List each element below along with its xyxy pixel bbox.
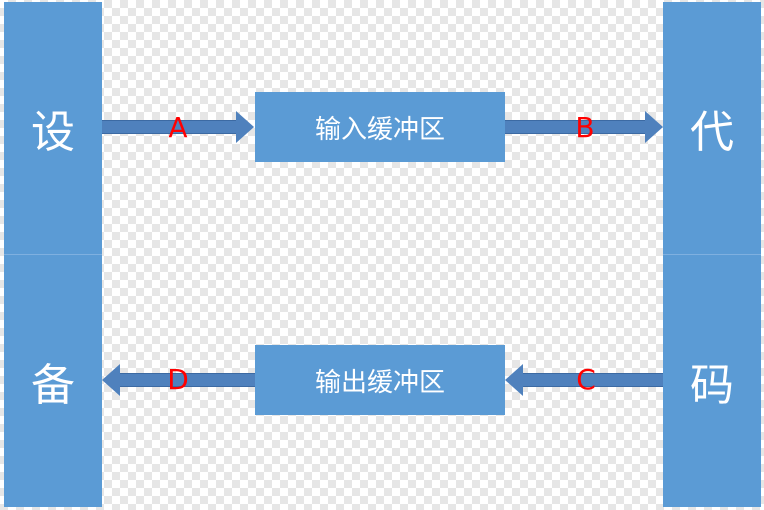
device-char-bottom: 备 (31, 360, 75, 411)
arrow-d-shaft (120, 373, 255, 387)
arrow-c-shaft (523, 373, 663, 387)
input-buffer-box: 输入缓冲区 (255, 92, 505, 162)
arrow-b-head (645, 111, 663, 143)
arrow-a-shaft (102, 120, 236, 134)
input-buffer-label: 输入缓冲区 (314, 114, 445, 145)
arrow-b-shaft (505, 120, 645, 134)
device-char-top: 设 (31, 107, 75, 158)
arrow-a-head (236, 111, 254, 143)
arrow-d-head (102, 364, 120, 396)
arrow-c-label: C (576, 363, 596, 396)
arrow-c-head (505, 364, 523, 396)
code-divider (663, 254, 761, 255)
code-char-bottom: 码 (690, 360, 734, 411)
arrow-d-label: D (167, 363, 189, 396)
arrow-a-label: A (168, 111, 188, 144)
arrow-b-label: B (575, 111, 595, 144)
device-block-top: 设 (4, 2, 102, 254)
output-buffer-label: 输出缓冲区 (314, 367, 445, 398)
device-divider (4, 254, 102, 255)
code-block-top: 代 (663, 2, 761, 254)
code-char-top: 代 (690, 107, 734, 158)
code-block-bottom: 码 (663, 255, 761, 507)
output-buffer-box: 输出缓冲区 (255, 345, 505, 415)
device-block-bottom: 备 (4, 255, 102, 507)
